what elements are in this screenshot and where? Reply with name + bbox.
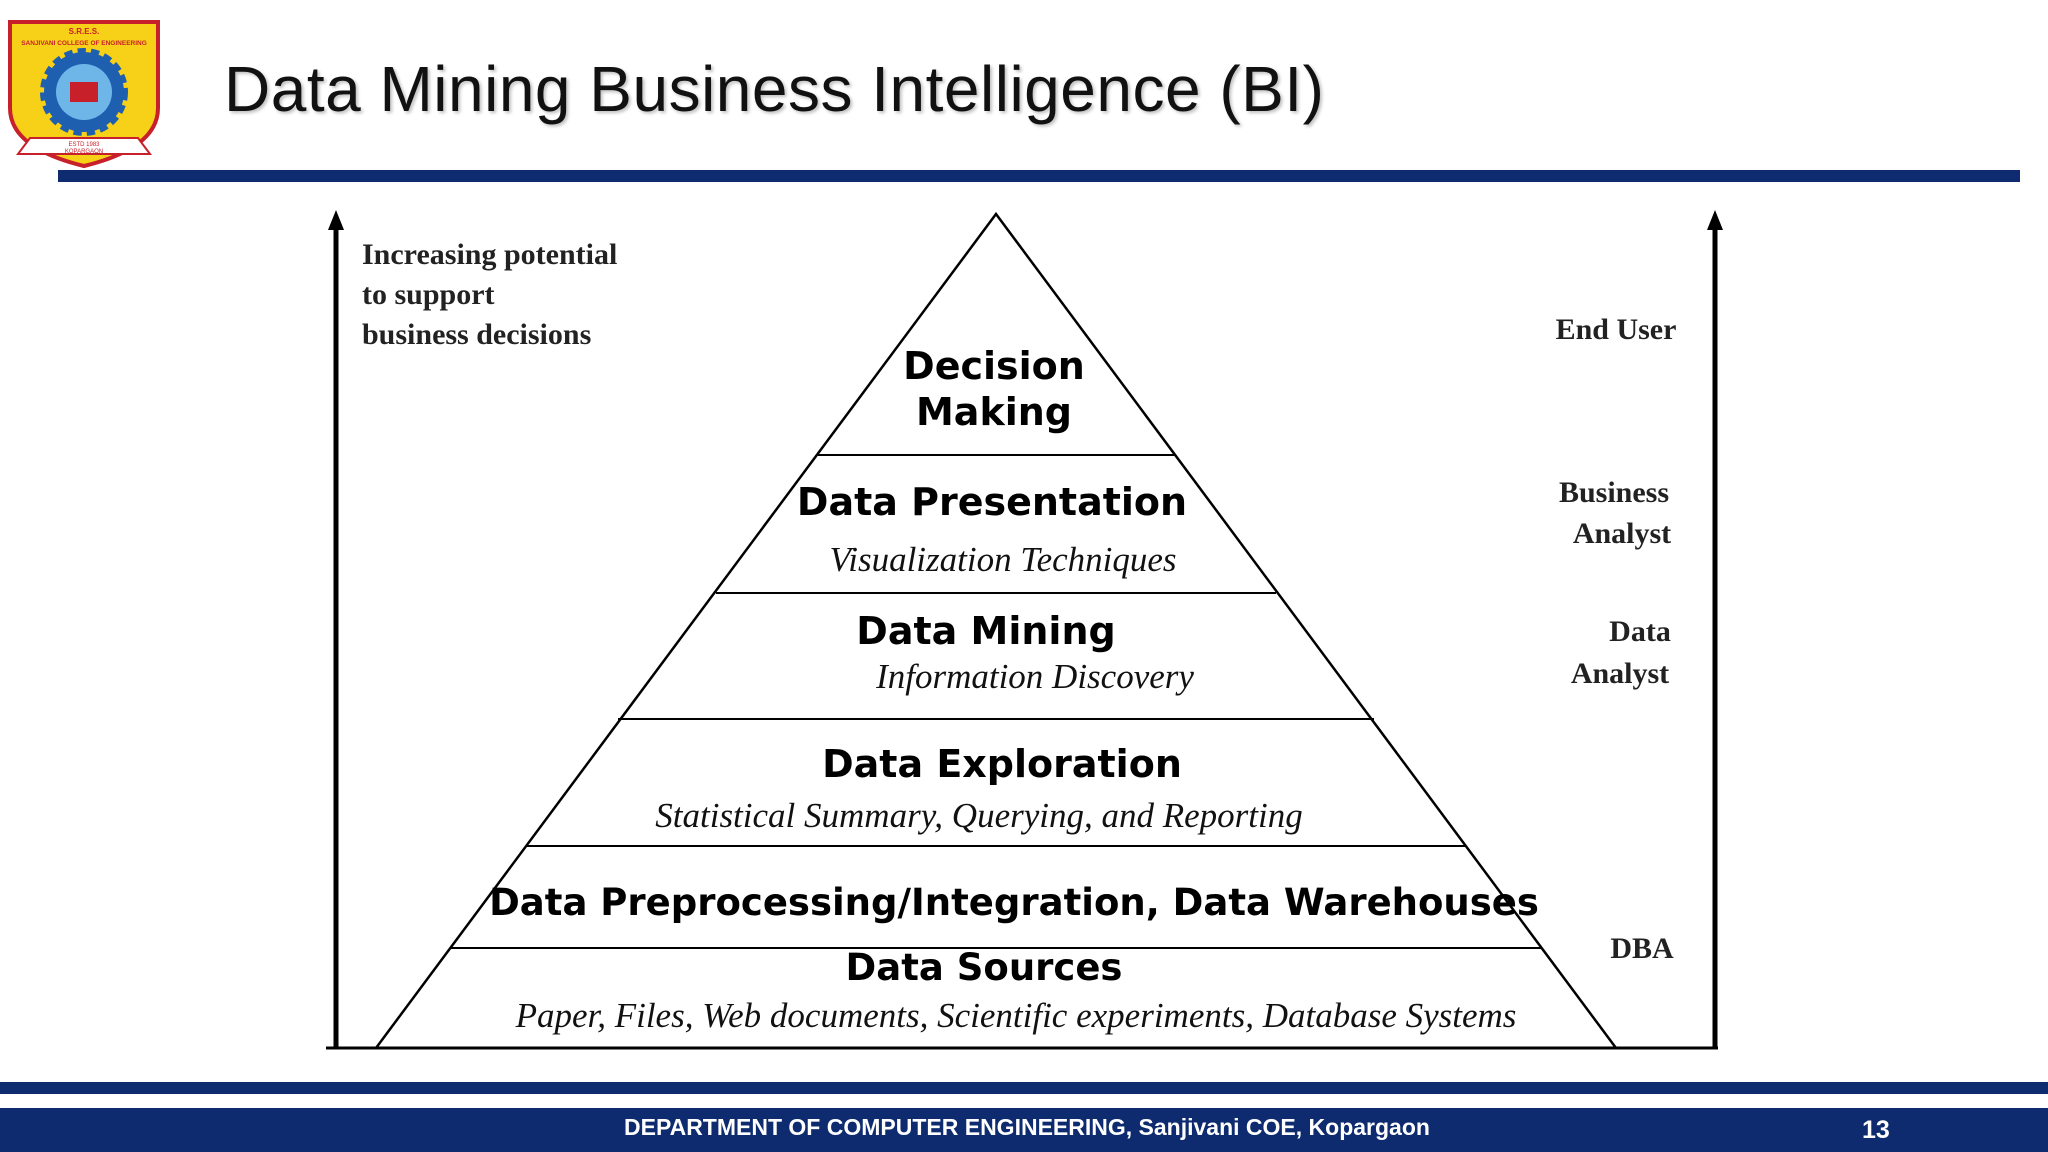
level-title-decision-making-2: Making [916, 390, 1072, 434]
college-logo: S.R.E.S. SANJIVANI COLLEGE OF ENGINEERIN… [8, 20, 160, 168]
left-caption-line-1: Increasing potential [362, 238, 617, 271]
level-subtitle-data-sources: Paper, Files, Web documents, Scientific … [515, 996, 1517, 1035]
level-subtitle-visualization: Visualization Techniques [829, 540, 1176, 579]
right-arrow-head [1707, 210, 1723, 230]
footer-department: DEPARTMENT OF COMPUTER ENGINEERING, Sanj… [624, 1114, 1430, 1140]
role-dba: DBA [1610, 932, 1674, 965]
footer-rule [0, 1082, 2048, 1094]
logo-ribbon [16, 137, 152, 155]
left-caption-line-3: business decisions [362, 318, 591, 351]
role-end-user: End User [1556, 313, 1677, 346]
level-subtitle-statistical-summary: Statistical Summary, Querying, and Repor… [655, 796, 1302, 835]
logo-place-text: KOPARGAON [65, 149, 103, 155]
slide-title: Data Mining Business Intelligence (BI) [224, 53, 1325, 125]
logo-college-text: SANJIVANI COLLEGE OF ENGINEERING [21, 40, 147, 47]
level-title-data-mining: Data Mining [856, 609, 1115, 653]
level-title-data-preprocessing: Data Preprocessing/Integration, Data War… [489, 881, 1539, 924]
role-business-analyst-1: Business [1559, 476, 1669, 509]
logo-estd-text: ESTD 1983 [68, 142, 100, 148]
pyramid-outline [374, 211, 1618, 1049]
page-number: 13 [1862, 1116, 1890, 1144]
title-rule [58, 170, 2020, 182]
role-business-analyst-2: Analyst [1573, 517, 1671, 550]
left-arrow-head [328, 210, 344, 230]
left-caption-line-2: to support [362, 278, 495, 311]
logo-building-icon [70, 82, 98, 102]
level-title-data-exploration: Data Exploration [822, 742, 1182, 786]
role-data-analyst-1: Data [1609, 615, 1671, 648]
level-title-decision-making-1: Decision [903, 344, 1085, 388]
role-data-analyst-2: Analyst [1571, 657, 1669, 690]
footer-bar: DEPARTMENT OF COMPUTER ENGINEERING, Sanj… [0, 1108, 2048, 1152]
level-title-data-presentation: Data Presentation [797, 480, 1187, 524]
level-title-data-sources: Data Sources [846, 946, 1123, 989]
logo-top-text: S.R.E.S. [69, 27, 100, 36]
level-subtitle-information-discovery: Information Discovery [875, 657, 1194, 696]
